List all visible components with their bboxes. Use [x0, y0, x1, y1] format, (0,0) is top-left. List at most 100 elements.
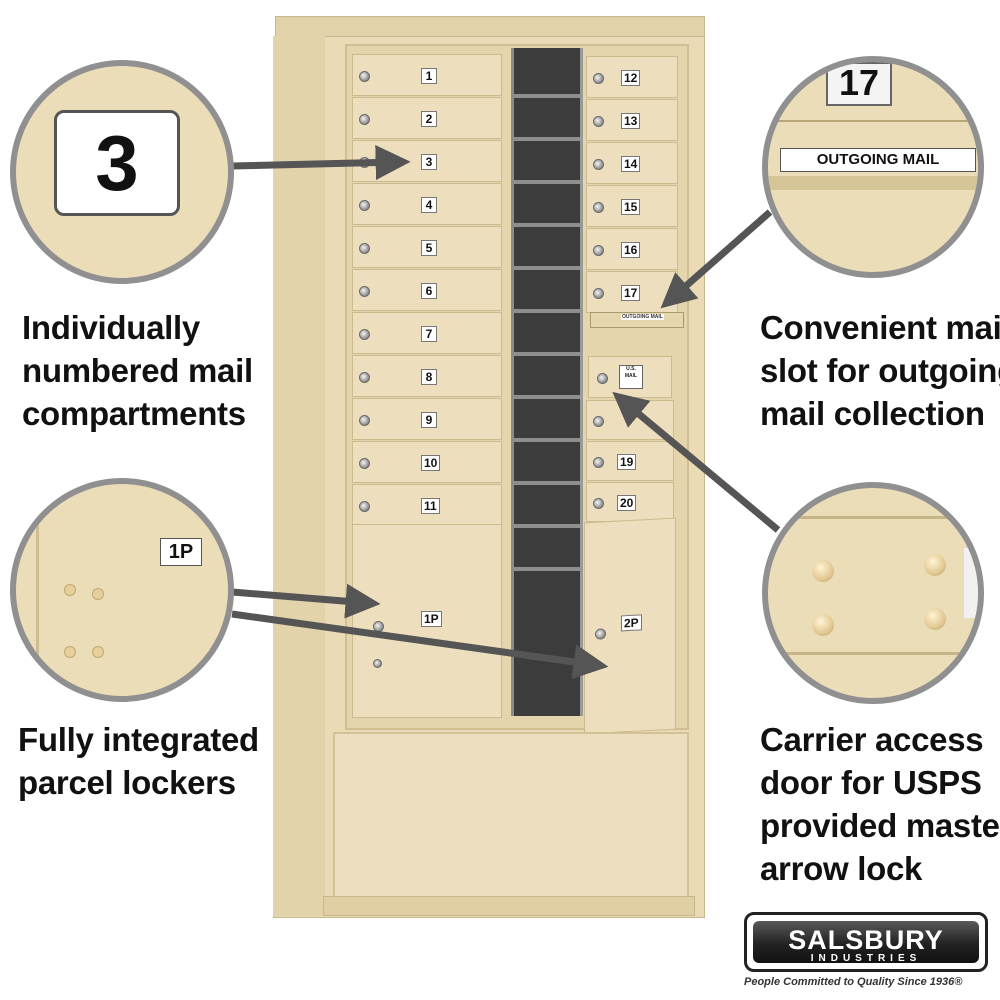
mail-compartment-door[interactable]: 13 [586, 99, 678, 141]
caption-line: door for USPS [760, 764, 982, 801]
lock-icon [359, 501, 370, 512]
interior-shelf [514, 137, 580, 141]
lock-icon [593, 416, 604, 427]
compartment-number-plate: 4 [421, 197, 437, 213]
compartment-number-plate: 3 [421, 154, 437, 170]
caption-compartments: Individually numbered mail compartments [22, 306, 253, 435]
pedestal-base [323, 896, 695, 916]
interior-shelf [514, 266, 580, 270]
zoom-door-17-plate: 17 [826, 62, 892, 106]
rivet-icon [92, 646, 104, 658]
lock-icon [359, 243, 370, 254]
interior-shelf [514, 524, 580, 528]
rivet-icon [924, 554, 946, 576]
arrow-to-compartment-3 [231, 145, 411, 181]
lock-icon [359, 114, 370, 125]
arrow-to-outgoing-slot [660, 209, 773, 309]
caption-carrier-door: Carrier access door for USPS provided mast… [760, 718, 1000, 890]
compartment-number-plate: 20 [617, 495, 637, 511]
logo-tagline: People Committed to Quality Since 1936® [744, 976, 963, 988]
interior-shelf [514, 223, 580, 227]
zoom-circle-carrier-lock [762, 482, 984, 704]
interior-shelf [514, 481, 580, 485]
zoom-parcel-plate: 1P [160, 538, 202, 566]
rivet-icon [924, 608, 946, 630]
outgoing-mail-slot[interactable]: OUTGOING MAIL [590, 312, 684, 328]
arrow-to-parcel-2p [231, 610, 609, 680]
mail-compartment-door[interactable]: 11 [352, 484, 502, 526]
interior-shelf [514, 309, 580, 313]
lock-icon [593, 73, 604, 84]
compartment-number-plate: 6 [421, 283, 437, 299]
outgoing-mail-slot-label: OUTGOING MAIL [621, 314, 664, 320]
caption-line: compartments [22, 395, 246, 432]
rivet-icon [64, 646, 76, 658]
caption-parcel-lockers: Fully integrated parcel lockers [18, 718, 259, 804]
compartment-number-plate: 16 [621, 242, 641, 258]
lock-icon [593, 202, 604, 213]
mail-compartment-door[interactable]: 5 [352, 226, 502, 268]
lock-icon [359, 372, 370, 383]
rivet-icon [812, 614, 834, 636]
arrow-lock-icon [597, 373, 608, 384]
lock-icon [359, 200, 370, 211]
lock-icon [359, 71, 370, 82]
lock-icon [593, 498, 604, 509]
caption-line: Individually [22, 309, 200, 346]
caption-line: Carrier access [760, 721, 984, 758]
caption-line: parcel lockers [18, 764, 236, 801]
lock-icon [359, 329, 370, 340]
mail-compartment-door[interactable]: 2 [352, 97, 502, 139]
door-edge [768, 120, 978, 122]
logo-subtitle: INDUSTRIES [810, 953, 922, 964]
mail-compartment-door[interactable]: 7 [352, 312, 502, 354]
mail-compartment-door[interactable]: 10 [352, 441, 502, 483]
open-master-door-interior [511, 48, 583, 716]
door-edge [768, 652, 978, 655]
caption-line: numbered mail [22, 352, 253, 389]
door-edge [36, 484, 39, 696]
mail-compartment-door[interactable]: 19 [586, 441, 674, 481]
mail-compartment-door[interactable]: 9 [352, 398, 502, 440]
door-edge [768, 516, 978, 519]
compartment-number-plate: 13 [621, 113, 641, 129]
zoom-outgoing-mail-label: OUTGOING MAIL [780, 148, 976, 172]
mail-compartment-door[interactable]: 14 [586, 142, 678, 184]
caption-line: mail collection [760, 395, 985, 432]
parcel-lock-icon [373, 659, 382, 668]
lock-icon [593, 245, 604, 256]
arrow-to-parcel-1p [231, 583, 381, 619]
mail-compartment-door[interactable]: 6 [352, 269, 502, 311]
compartment-number-plate: 8 [421, 369, 437, 385]
compartment-number-plate: 1 [421, 68, 437, 84]
mail-compartment-door[interactable]: 8 [352, 355, 502, 397]
interior-shelf [514, 438, 580, 442]
compartment-number-plate: 15 [621, 199, 641, 215]
compartment-number-plate: 19 [617, 454, 637, 470]
mail-compartment-door[interactable]: 15 [586, 185, 678, 227]
compartment-number-plate: 9 [421, 412, 437, 428]
mail-compartment-door[interactable]: 1 [352, 54, 502, 96]
compartment-number-plate: 10 [421, 455, 441, 471]
interior-shelf [514, 180, 580, 184]
compartment-number-plate: 2 [421, 111, 437, 127]
zoom-circle-number-plate: 3 [10, 60, 234, 284]
lock-icon [593, 288, 604, 299]
carrier-access-door[interactable]: U.S. MAIL [588, 356, 672, 398]
salsbury-logo: SALSBURY INDUSTRIES [744, 912, 988, 972]
caption-line: provided master [760, 807, 1000, 844]
parcel-locker-1p[interactable]: 1P [352, 524, 502, 718]
caption-line: slot for outgoing [760, 352, 1000, 389]
lock-icon [593, 457, 604, 468]
lock-icon [593, 159, 604, 170]
mail-compartment-door[interactable]: 4 [352, 183, 502, 225]
mail-compartment-door[interactable]: 12 [586, 56, 678, 98]
compartment-number-plate: 5 [421, 240, 437, 256]
lock-icon [359, 286, 370, 297]
cabinet-side-panel [273, 36, 325, 916]
mail-compartment-door[interactable]: 16 [586, 228, 678, 270]
rivet-icon [64, 584, 76, 596]
caption-line: Fully integrated [18, 721, 259, 758]
